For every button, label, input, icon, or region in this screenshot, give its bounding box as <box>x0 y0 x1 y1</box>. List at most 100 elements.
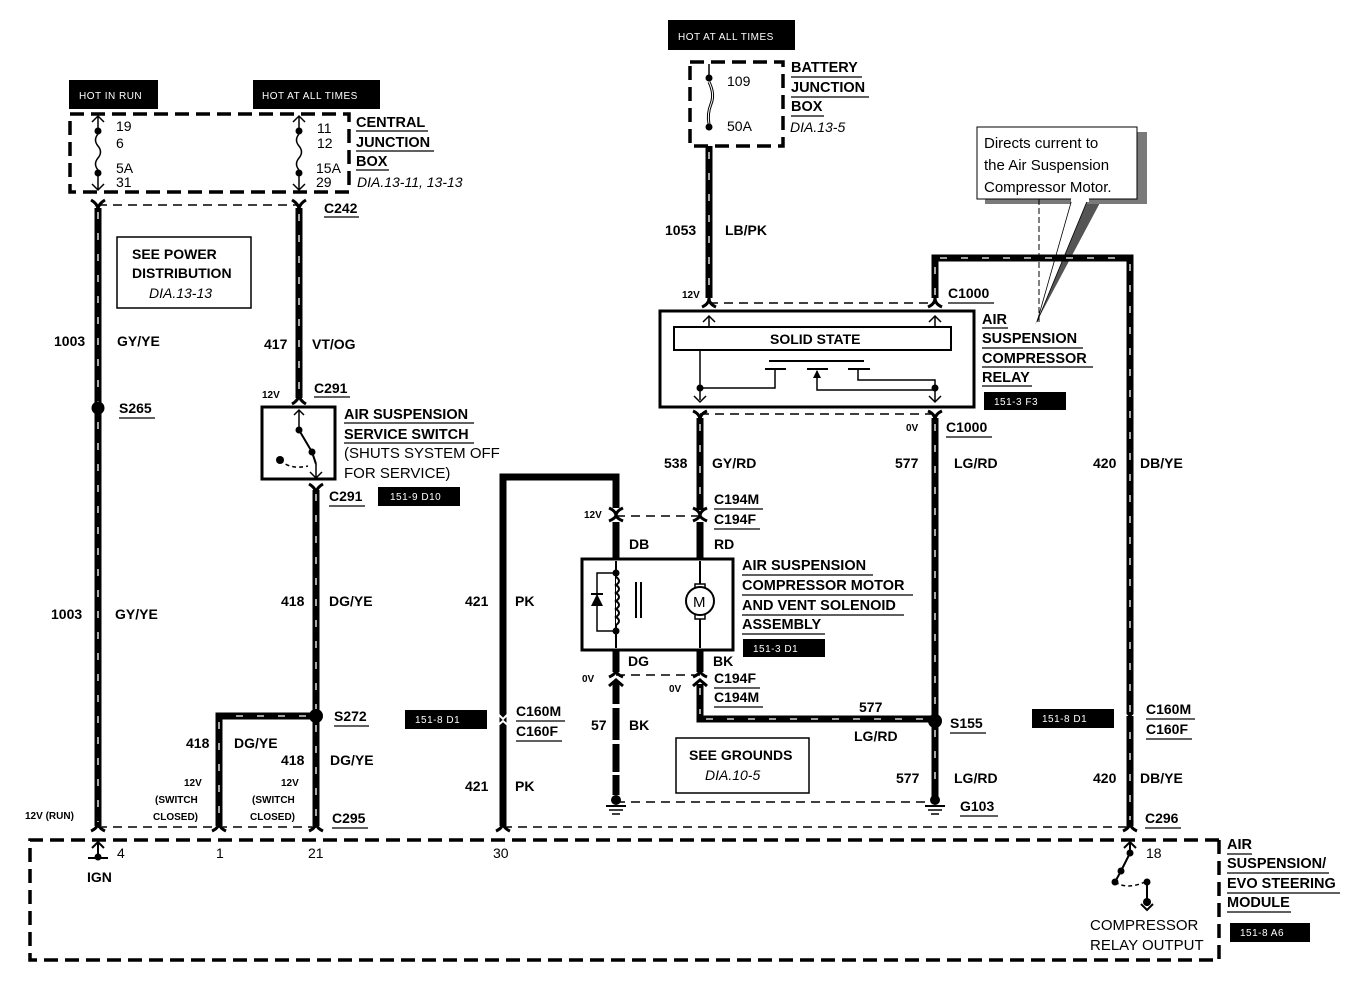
wire-577-ground-circuit: 577 <box>896 770 920 786</box>
s155-label: S155 <box>950 715 983 731</box>
c194f-top-label: C194F <box>714 511 756 527</box>
v-switch2-line-1: 12V <box>281 778 299 789</box>
c160-right-ref-tag: 151-8 D1 <box>1032 709 1114 728</box>
wire-420-upper-circuit: 420 <box>1093 455 1117 471</box>
motor-pin-rd: RD <box>714 536 734 552</box>
motor-v-bottom-right: 0V <box>669 684 682 695</box>
battery-junction-box: 109 50A <box>688 60 785 148</box>
bjb-label: BATTERY JUNCTION BOX DIA.13-5 <box>790 60 869 135</box>
relay-output-line-2: RELAY OUTPUT <box>1090 937 1204 954</box>
wire-420-lower-circuit: 420 <box>1093 770 1117 786</box>
wire-577-ground-color: LG/RD <box>954 770 998 786</box>
c160f-right-label: C160F <box>1146 721 1188 737</box>
solenoid-icon <box>591 561 642 648</box>
callout-box: Directs current to the Air Suspension Co… <box>976 126 1147 325</box>
motor-pin-dg: DG <box>628 653 649 669</box>
relay-output-switch-icon <box>1111 840 1154 912</box>
cjb-left-top-pin: 19 <box>116 118 132 134</box>
c1000-bottom-label: C1000 <box>946 419 987 435</box>
ground-icon-left <box>606 795 626 815</box>
wire-418-color: DG/YE <box>329 593 373 609</box>
suspension-steering-module: 4 IGN 1 21 30 18 COMPRESSOR RELAY OUTPUT <box>28 838 1221 962</box>
c194f-bottom-label: C194F <box>714 670 756 686</box>
relay-output-line-1: COMPRESSOR <box>1090 917 1199 934</box>
fuse-50a-icon <box>705 64 715 131</box>
g103-label: G103 <box>960 798 994 814</box>
v-switch1-line-1: 12V <box>184 778 202 789</box>
c296-label: C296 <box>1145 810 1179 826</box>
c291-bottom-label: C291 <box>329 488 363 504</box>
motor-v-top: 12V <box>584 510 602 521</box>
service-switch <box>260 405 337 481</box>
splice-s265 <box>91 401 105 415</box>
cjb-right-bottom-pin: 29 <box>316 174 332 190</box>
motor-pin-bk: BK <box>713 653 733 669</box>
module-ref-text: 151-8 A6 <box>1240 928 1284 939</box>
wire-421-lower-color: PK <box>515 778 534 794</box>
service-switch-label: AIR SUSPENSION SERVICE SWITCH (SHUTS SYS… <box>344 407 500 482</box>
wire-577-color: LG/RD <box>954 455 998 471</box>
c291-top-label: C291 <box>314 380 348 396</box>
relay-name-line-4: RELAY <box>982 370 1030 386</box>
switch-ref-text: 151-9 D10 <box>390 492 441 503</box>
splice-s155 <box>928 714 942 728</box>
hot-at-all-times-bjb-text: HOT AT ALL TIMES <box>678 32 774 43</box>
v-switch2-line-3: CLOSED) <box>250 812 295 823</box>
relay-name-line-3: COMPRESSOR <box>982 351 1087 367</box>
wire-1003-upper-circuit: 1003 <box>54 333 85 349</box>
c1000-top-label: C1000 <box>948 285 989 301</box>
cjb-left-bottom-pin: 31 <box>116 174 132 190</box>
see-power-ref: DIA.13-13 <box>149 285 212 301</box>
wire-420-upper-color: DB/YE <box>1140 455 1183 471</box>
module-pin-18: 18 <box>1146 845 1162 861</box>
c160f-left-label: C160F <box>516 723 558 739</box>
see-power-line-2: DISTRIBUTION <box>132 265 232 281</box>
wire-420-lower-color: DB/YE <box>1140 770 1183 786</box>
cjb-label: CENTRAL JUNCTION BOX DIA.13-11, 13-13 <box>356 115 463 190</box>
wire-418-branch-color: DG/YE <box>234 735 278 751</box>
relay-v-out: 0V <box>906 423 919 434</box>
cjb-name-line-3: BOX <box>356 154 388 170</box>
c160-left-ref-text: 151-8 D1 <box>415 715 460 726</box>
hot-in-run-tag: HOT IN RUN <box>69 80 158 109</box>
c242-label: C242 <box>324 200 358 216</box>
wire-421-lower-circuit: 421 <box>465 778 489 794</box>
c160-left-ref-tag: 151-8 D1 <box>405 710 487 729</box>
s272-label: S272 <box>334 708 367 724</box>
wire-420 <box>931 254 1134 716</box>
wire-538-color: GY/RD <box>712 455 756 471</box>
bjb-fuse-number: 109 <box>727 73 751 89</box>
see-grounds-ref: DIA.10-5 <box>705 767 760 783</box>
switch-name-line-2: SERVICE SWITCH <box>344 427 469 443</box>
ign-label: IGN <box>87 869 112 885</box>
fuse-right-icon <box>292 114 306 192</box>
ign-input-icon <box>88 840 108 861</box>
wire-57-circuit: 57 <box>591 717 607 733</box>
switch-note-line-2: FOR SERVICE) <box>344 465 450 482</box>
c160m-right-label: C160M <box>1146 701 1191 717</box>
motor-assembly-label: AIR SUSPENSION COMPRESSOR MOTOR AND VENT… <box>742 558 913 657</box>
wire-1053-color: LB/PK <box>725 222 767 238</box>
wire-57-color: BK <box>629 717 649 733</box>
see-power-distribution-box: SEE POWER DISTRIBUTION DIA.13-13 <box>116 236 252 309</box>
c160-right-ref-text: 151-8 D1 <box>1042 714 1087 725</box>
hot-in-run-text: HOT IN RUN <box>79 91 142 102</box>
c194m-top-label: C194M <box>714 491 759 507</box>
cjb-left-fuse-number: 6 <box>116 135 124 151</box>
module-name-line-2: SUSPENSION/ <box>1227 856 1326 872</box>
wire-1003-lower-circuit: 1003 <box>51 606 82 622</box>
fuse-left-icon <box>91 114 105 192</box>
wire-577-horizontal-color: LG/RD <box>854 728 898 744</box>
relay-ref-text: 151-3 F3 <box>994 397 1038 408</box>
wire-577-horizontal-circuit: 577 <box>859 699 883 715</box>
callout-line-1: Directs current to <box>984 135 1098 152</box>
central-junction-box: 19 6 5A 31 11 12 15A 29 <box>68 112 351 194</box>
motor-name-line-1: AIR SUSPENSION <box>742 558 866 574</box>
motor-icon: M <box>685 561 715 648</box>
switch-ref-tag: 151-9 D10 <box>378 487 460 506</box>
relay-v-in: 12V <box>682 290 700 301</box>
see-grounds-box: SEE GROUNDS DIA.10-5 <box>675 737 810 794</box>
compressor-relay: SOLID STATE <box>658 309 976 409</box>
c194m-bottom-label: C194M <box>714 689 759 705</box>
wire-421-upper-color: PK <box>515 593 534 609</box>
